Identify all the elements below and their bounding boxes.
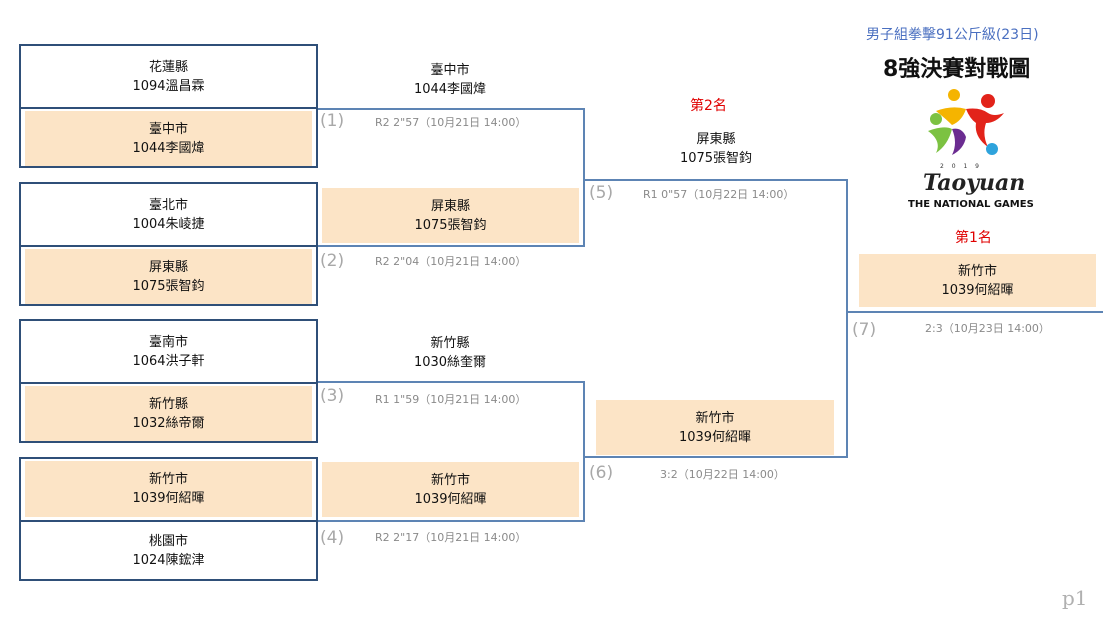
match-number: (2) — [320, 251, 345, 271]
qf-winner-2: 屏東縣 1075張智鈞 — [322, 188, 579, 243]
qf-winner-4: 新竹市 1039何紹暉 — [322, 462, 579, 517]
entry-taipei: 臺北市 1004朱崚捷 — [23, 188, 314, 242]
match-number: (6) — [589, 463, 614, 483]
divider — [19, 107, 318, 109]
team-name: 新竹縣 — [148, 396, 188, 412]
match-result: 2:3（10月23日 14:00） — [925, 322, 1050, 335]
first-place-label: 第1名 — [955, 230, 992, 246]
team-name: 屏東縣 — [148, 259, 188, 275]
player-name: 1044李國煒 — [413, 82, 487, 97]
page-number: p1 — [1062, 586, 1088, 610]
team-name: 桃園市 — [148, 534, 188, 549]
logo-text: Taoyuan — [923, 170, 1026, 196]
team-name: 新竹市 — [148, 472, 188, 487]
logo-figure-yellow — [936, 107, 966, 125]
logo-figure-purple — [952, 128, 966, 155]
match-result: R2 2"04（10月21日 14:00） — [375, 255, 527, 268]
match-number: (5) — [589, 183, 614, 203]
team-name: 新竹市 — [695, 410, 735, 426]
player-name: 1064洪子軒 — [132, 354, 205, 369]
games-logo-icon — [928, 89, 1004, 155]
bracket-line — [318, 108, 584, 110]
entry-pingtung: 屏東縣 1075張智鈞 — [25, 249, 312, 304]
qf-winner-3: 新竹縣 1030絲奎爾 — [322, 328, 578, 378]
bracket-line — [318, 520, 584, 522]
bracket-line — [584, 456, 847, 458]
team-name: 花蓮縣 — [148, 60, 188, 75]
player-name: 1030絲奎爾 — [413, 355, 487, 370]
logo-head-red — [981, 94, 995, 108]
team-name: 臺中市 — [148, 121, 188, 137]
page-title: 8強決賽對戰圖 — [883, 57, 1031, 82]
bracket-line — [583, 381, 585, 522]
match-result: R2 2"57（10月21日 14:00） — [375, 116, 527, 129]
logo-head-blue — [986, 143, 998, 155]
player-name: 1075張智鈞 — [679, 151, 753, 166]
player-name: 1032絲帝爾 — [132, 415, 205, 431]
team-name: 屏東縣 — [430, 198, 470, 214]
entry-tainan: 臺南市 1064洪子軒 — [23, 325, 314, 379]
team-name: 新竹市 — [430, 472, 470, 488]
match-result: 3:2（10月22日 14:00） — [660, 468, 785, 481]
bracket-line — [846, 179, 848, 458]
second-place-label: 第2名 — [690, 98, 727, 114]
player-name: 1039何紹暉 — [678, 429, 752, 445]
divider — [19, 520, 318, 522]
logo-year: 2 0 1 9 — [940, 163, 982, 170]
entry-hsinchu-city: 新竹市 1039何紹暉 — [25, 461, 312, 517]
match-2-box — [19, 182, 318, 306]
match-number: (7) — [852, 320, 877, 340]
team-name: 屏東縣 — [696, 132, 736, 147]
entry-taoyuan: 桃園市 1024陳鋐津 — [23, 524, 314, 578]
logo-head-green — [930, 113, 942, 125]
bracket-line — [846, 311, 1103, 313]
divider — [19, 382, 318, 384]
games-name: THE NATIONAL GAMES — [908, 199, 1034, 210]
match-number: (1) — [320, 111, 345, 131]
match-result: R1 0"57（10月22日 14:00） — [643, 188, 795, 201]
match-number: (4) — [320, 528, 345, 548]
team-name: 新竹市 — [957, 263, 997, 279]
logo-figure-red — [966, 108, 1004, 147]
logo-figure-green — [928, 127, 952, 153]
divider — [19, 245, 318, 247]
player-name: 1024陳鋐津 — [132, 553, 205, 568]
sf-winner-1: 屏東縣 1075張智鈞 — [596, 128, 836, 170]
match-number: (3) — [320, 386, 345, 406]
match-3-box — [19, 319, 318, 443]
player-name: 1075張智鈞 — [414, 217, 487, 233]
team-name: 臺北市 — [148, 198, 188, 213]
bracket-line — [318, 381, 584, 383]
player-name: 1039何紹暉 — [414, 491, 487, 507]
entry-hualien: 花蓮縣 1094溫昌霖 — [23, 50, 314, 104]
player-name: 1039何紹暉 — [132, 491, 205, 506]
team-name: 臺中市 — [430, 63, 470, 78]
entry-taichung: 臺中市 1044李國煒 — [25, 111, 312, 166]
match-1-box — [19, 44, 318, 168]
match-result: R1 1"59（10月21日 14:00） — [375, 393, 527, 406]
champion: 新竹市 1039何紹暉 — [859, 254, 1096, 307]
team-name: 新竹縣 — [430, 336, 470, 351]
entry-hsinchu-county: 新竹縣 1032絲帝爾 — [25, 386, 312, 441]
qf-winner-1: 臺中市 1044李國煒 — [322, 55, 578, 105]
player-name: 1044李國煒 — [132, 140, 205, 156]
bracket-line — [318, 245, 584, 247]
bracket-line — [583, 108, 585, 247]
match-result: R2 2"17（10月21日 14:00） — [375, 531, 527, 544]
event-subtitle: 男子組拳擊91公斤級(23日) — [866, 27, 1039, 43]
player-name: 1075張智鈞 — [132, 278, 205, 294]
player-name: 1039何紹暉 — [941, 282, 1014, 298]
logo-head-yellow — [948, 89, 960, 101]
team-name: 臺南市 — [148, 335, 188, 350]
player-name: 1094溫昌霖 — [132, 79, 205, 94]
sf-winner-2: 新竹市 1039何紹暉 — [596, 400, 834, 455]
match-4-box — [19, 457, 318, 581]
bracket-line — [584, 179, 847, 181]
player-name: 1004朱崚捷 — [132, 217, 205, 232]
